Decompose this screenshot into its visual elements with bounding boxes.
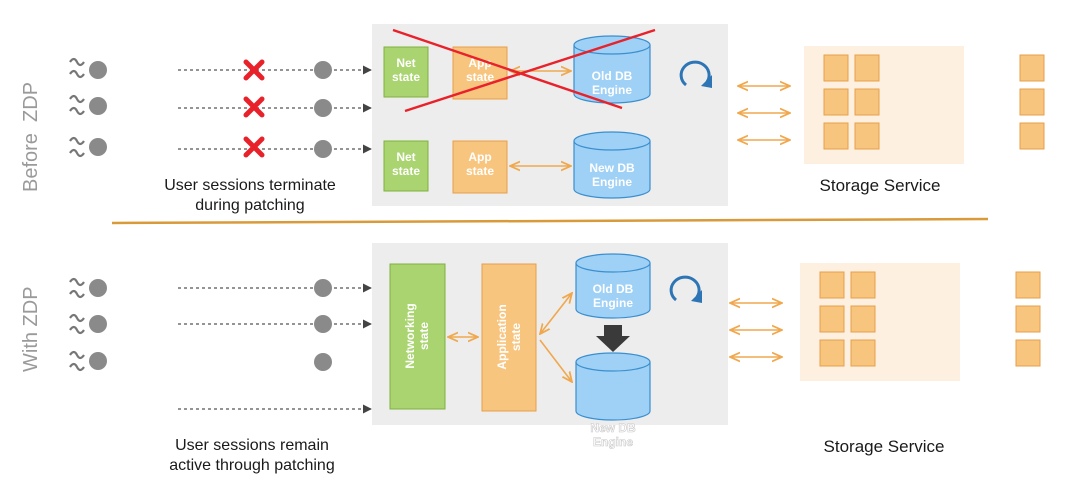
client-with-1: [69, 277, 107, 299]
client-group-before: [69, 57, 107, 158]
squiggle-icon: [69, 277, 85, 299]
storage-service-label-before: Storage Service: [820, 176, 941, 195]
application-state-label: Applicationstate: [495, 304, 523, 369]
application-state-box: [481, 263, 537, 412]
section-separator: [111, 217, 989, 225]
client-before-1: [69, 57, 107, 79]
with-caption-line2: active through patching: [169, 457, 335, 474]
squiggle-icon: [69, 350, 85, 372]
client-icon: [89, 315, 107, 333]
client-with-3: [69, 350, 107, 372]
old-db-engine-cylinder-with: [575, 253, 651, 319]
client-icon: [89, 279, 107, 297]
with-zdp-label: With ZDP: [20, 286, 42, 372]
app-state-box-new: [452, 140, 508, 194]
with-caption: User sessions remain active through patc…: [122, 436, 382, 476]
session-dot: [314, 140, 332, 158]
squiggle-icon: [69, 94, 85, 116]
client-icon: [89, 352, 107, 370]
red-x-icon: [243, 59, 265, 81]
with-caption-line1: User sessions remain: [175, 437, 329, 454]
squiggle-icon: [69, 313, 85, 335]
storage-blocks-with: [819, 271, 1041, 367]
db-instance-panel-before: [372, 24, 728, 206]
storage-service-label-with: Storage Service: [824, 437, 945, 456]
red-x-icon: [243, 96, 265, 118]
client-icon: [89, 97, 107, 115]
storage-blocks-before: [823, 54, 1045, 150]
net-state-box-new: [383, 140, 429, 192]
down-arrow-icon: [596, 325, 630, 352]
net-state-box-old: [383, 46, 429, 98]
session-lines-before: [178, 61, 372, 158]
session-dot: [314, 315, 332, 333]
session-dot: [314, 99, 332, 117]
client-before-2: [69, 94, 107, 116]
session-dot: [314, 61, 332, 79]
client-with-2: [69, 313, 107, 335]
before-zdp-label: Before ZDP: [20, 81, 42, 192]
app-state-box-old: [452, 46, 508, 100]
new-db-engine-cylinder-before: [573, 131, 651, 199]
squiggle-icon: [69, 57, 85, 79]
client-group-with: [69, 277, 107, 372]
restart-icon: [669, 275, 702, 303]
squiggle-icon: [69, 136, 85, 158]
session-dot: [314, 353, 332, 371]
terminate-marks: [243, 59, 265, 158]
new-db-engine-cylinder-with: [575, 352, 651, 421]
networking-state-label: Networkingstate: [403, 303, 431, 368]
storage-arrows-with: [730, 303, 782, 357]
before-caption-line2: during patching: [195, 197, 305, 214]
app-engine-links: [540, 293, 572, 382]
before-caption: User sessions terminate during patching: [120, 176, 380, 216]
session-dot: [314, 279, 332, 297]
red-x-icon: [243, 136, 265, 158]
restart-icon: [679, 60, 712, 88]
client-icon: [89, 138, 107, 156]
before-caption-line1: User sessions terminate: [164, 177, 336, 194]
client-before-3: [69, 136, 107, 158]
replace-cross: [392, 28, 656, 113]
networking-state-box: [389, 263, 446, 410]
client-icon: [89, 61, 107, 79]
session-lines-with: [178, 279, 372, 414]
storage-arrows-before: [738, 86, 790, 140]
